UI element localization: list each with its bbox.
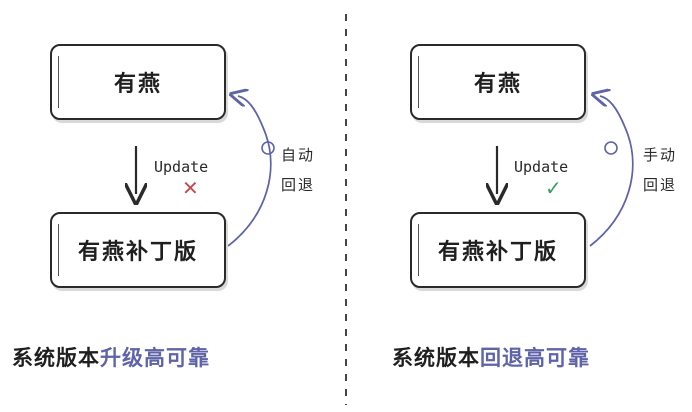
left-rollback-line1: 自动 [280, 146, 315, 164]
right-top-box: 有燕 [410, 44, 586, 120]
left-fail-mark: ✕ [182, 176, 199, 200]
left-rollback-line2: 回退 [280, 176, 315, 194]
left-bottom-box: 有燕补丁版 [50, 212, 226, 288]
left-top-box: 有燕 [50, 44, 226, 120]
left-top-box-label: 有燕 [113, 72, 162, 97]
right-success-mark: ✓ [545, 176, 562, 200]
right-bottom-box-label: 有燕补丁版 [437, 240, 558, 265]
left-rollback-label: 自动 回退 [278, 140, 318, 200]
right-caption-highlight: 回退高可靠 [480, 346, 590, 370]
right-rollback-line1: 手动 [642, 146, 677, 164]
left-update-label: Update [154, 158, 209, 176]
left-bottom-box-label: 有燕补丁版 [77, 240, 198, 265]
right-rollback-arrow [590, 96, 634, 247]
left-rollback-arrow [228, 96, 272, 247]
right-rollback-line2: 回退 [642, 176, 677, 194]
right-rollback-label: 手动 回退 [640, 140, 680, 200]
right-top-box-label: 有燕 [473, 72, 522, 97]
right-update-label: Update [514, 158, 569, 176]
left-caption-highlight: 升级高可靠 [100, 346, 210, 370]
right-bottom-box: 有燕补丁版 [410, 212, 586, 288]
left-caption-prefix: 系统版本 [12, 346, 100, 370]
left-caption: 系统版本升级高可靠 [12, 342, 210, 372]
right-caption: 系统版本回退高可靠 [392, 342, 590, 372]
right-caption-prefix: 系统版本 [392, 346, 480, 370]
